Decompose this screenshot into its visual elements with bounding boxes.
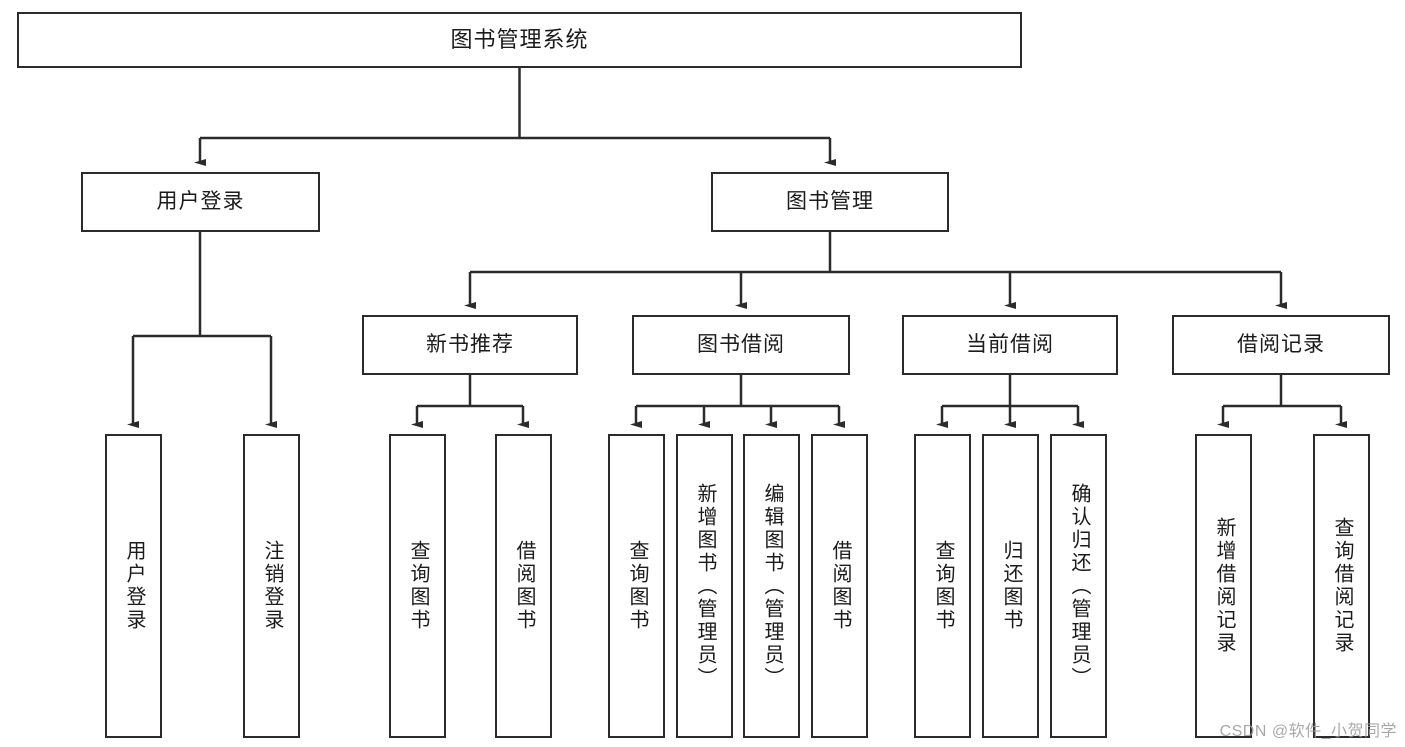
node-borrow-record[interactable]: 借阅记录 xyxy=(1172,315,1390,375)
node-new-book-recommend[interactable]: 新书推荐 xyxy=(362,315,578,375)
leaf-new-book-query-book[interactable]: 查询图书 xyxy=(389,434,446,738)
node-label: 图书管理系统 xyxy=(450,26,589,52)
node-label: 归还图书 xyxy=(1000,540,1022,632)
node-label: 借阅记录 xyxy=(1237,333,1325,357)
node-label: 用户登录 xyxy=(123,540,145,632)
node-book-borrow[interactable]: 图书借阅 xyxy=(632,315,850,375)
leaf-borrow-record-add-record[interactable]: 新增借阅记录 xyxy=(1195,434,1252,738)
node-current-borrow[interactable]: 当前借阅 xyxy=(902,315,1118,375)
node-label: 借阅图书 xyxy=(829,540,851,632)
leaf-book-borrow-query-book[interactable]: 查询图书 xyxy=(608,434,665,738)
node-label: 查询图书 xyxy=(407,540,429,632)
leaf-current-borrow-return-book[interactable]: 归还图书 xyxy=(982,434,1039,738)
leaf-user-login-logout[interactable]: 注销登录 xyxy=(243,434,300,738)
node-root-book-management-system[interactable]: 图书管理系统 xyxy=(17,12,1022,68)
node-label: 编辑图书（管理员） xyxy=(761,482,783,690)
leaf-current-borrow-query-book[interactable]: 查询图书 xyxy=(914,434,971,738)
node-label: 图书管理 xyxy=(786,190,874,214)
leaf-user-login-login[interactable]: 用户登录 xyxy=(105,434,162,738)
leaf-borrow-record-query-record[interactable]: 查询借阅记录 xyxy=(1313,434,1370,738)
node-label: 当前借阅 xyxy=(966,333,1054,357)
node-book-management[interactable]: 图书管理 xyxy=(711,172,949,232)
leaf-book-borrow-borrow-book[interactable]: 借阅图书 xyxy=(811,434,868,738)
node-label: 用户登录 xyxy=(156,190,245,214)
node-label: 新增借阅记录 xyxy=(1213,517,1235,655)
leaf-book-borrow-edit-book[interactable]: 编辑图书（管理员） xyxy=(743,434,800,738)
node-label: 新增图书（管理员） xyxy=(694,482,716,690)
leaf-current-borrow-confirm-return[interactable]: 确认归还（管理员） xyxy=(1050,434,1107,738)
node-label: 注销登录 xyxy=(261,540,283,632)
node-label: 查询借阅记录 xyxy=(1331,517,1353,655)
node-label: 新书推荐 xyxy=(426,333,514,357)
node-label: 图书借阅 xyxy=(697,333,785,357)
leaf-book-borrow-add-book[interactable]: 新增图书（管理员） xyxy=(676,434,733,738)
csdn-watermark: CSDN @软件_小贺同学 xyxy=(1219,723,1397,740)
node-label: 借阅图书 xyxy=(513,540,535,632)
node-user-login[interactable]: 用户登录 xyxy=(81,172,320,232)
node-label: 查询图书 xyxy=(626,540,648,632)
node-label: 查询图书 xyxy=(932,540,954,632)
leaf-new-book-borrow-book[interactable]: 借阅图书 xyxy=(495,434,552,738)
node-label: 确认归还（管理员） xyxy=(1068,482,1090,690)
